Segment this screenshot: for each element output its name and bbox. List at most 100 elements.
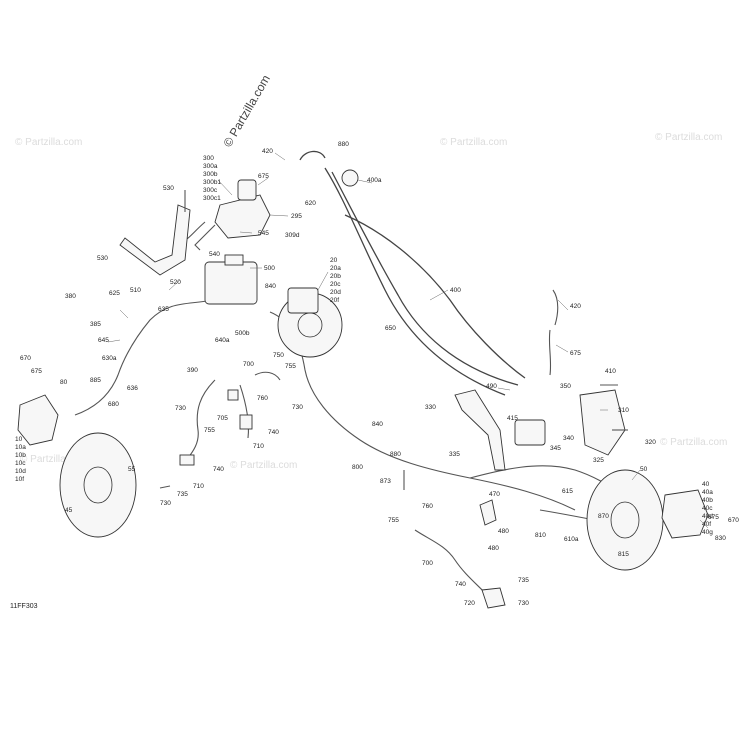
callout-label: 400 <box>450 287 461 294</box>
callout-label: 300c1 <box>203 195 221 202</box>
callout-label: 10d <box>15 468 26 475</box>
callout-label: 500b <box>235 330 250 337</box>
callout-label: 730 <box>160 500 171 507</box>
callout-label: 730 <box>518 600 529 607</box>
brake-pedal <box>454 389 506 471</box>
callout-label: 20d <box>330 289 341 296</box>
callout-label: 650 <box>385 325 396 332</box>
sensor-harness <box>254 371 281 381</box>
callout-label: 800 <box>352 464 363 471</box>
callout-label: 295 <box>291 213 302 220</box>
callout-label: 710 <box>193 483 204 490</box>
callout-label: 635 <box>158 306 169 313</box>
pedal-master-cylinder <box>514 419 546 446</box>
front-left-disc <box>59 432 137 538</box>
callout-label: 335 <box>449 451 460 458</box>
sensor-harness <box>239 384 249 439</box>
callout-label: 300b <box>203 171 218 178</box>
callout-label: 330 <box>425 404 436 411</box>
callout-label: 675 <box>31 368 42 375</box>
watermark-text: © Partzilla.com <box>220 72 273 149</box>
brake-caliper-center <box>287 287 319 314</box>
callout-label: 350 <box>560 383 571 390</box>
callout-label: 530 <box>97 255 108 262</box>
callout-label: 610a <box>564 536 579 543</box>
callout-label: 885 <box>90 377 101 384</box>
callout-label: 730 <box>175 405 186 412</box>
brake-hose <box>299 150 326 161</box>
master-cylinder <box>214 194 271 239</box>
callout-label: 345 <box>550 445 561 452</box>
front-left-disc-hub <box>83 466 113 504</box>
callout-label: 310 <box>618 407 629 414</box>
callout-label: 20f <box>330 297 339 304</box>
callout-label: 755 <box>285 363 296 370</box>
callout-label: 760 <box>422 503 433 510</box>
callout-label: 530 <box>163 185 174 192</box>
callout-label: 420 <box>262 148 273 155</box>
callout-label: 675 <box>570 350 581 357</box>
callout-label: 400a <box>367 177 382 184</box>
brake-hose <box>344 214 526 379</box>
callout-label: 385 <box>90 321 101 328</box>
callout-label: 630a <box>102 355 117 362</box>
callout-label: 40d <box>702 513 713 520</box>
reservoir <box>237 179 257 201</box>
sensor-harness <box>548 329 552 376</box>
callout-label: 830 <box>715 535 726 542</box>
watermark-text: © Partzilla.com <box>660 437 727 448</box>
rear-right-caliper <box>661 489 709 539</box>
callout-label: 20a <box>330 265 341 272</box>
callout-label: 755 <box>388 517 399 524</box>
callout-label: 670 <box>20 355 31 362</box>
callout-label: 675 <box>708 514 719 521</box>
leader-lines <box>107 152 709 529</box>
callout-label: 755 <box>204 427 215 434</box>
callout-label: 620 <box>305 200 316 207</box>
callout-label: 710 <box>253 443 264 450</box>
callout-label: 10c <box>15 460 26 467</box>
callout-label: 840 <box>265 283 276 290</box>
callout-label: 40f <box>702 521 711 528</box>
callout-label: 40g <box>702 529 713 536</box>
callout-label: 20 <box>330 257 338 264</box>
abs-connector <box>224 254 244 266</box>
parts <box>17 169 709 609</box>
callout-label: 40 <box>702 481 710 488</box>
callout-label: 80 <box>60 379 68 386</box>
callout-label: 40b <box>702 497 713 504</box>
abs-bracket <box>119 204 191 276</box>
callout-label: 545 <box>258 230 269 237</box>
brake-lines <box>74 150 641 599</box>
callout-label: 470 <box>489 491 500 498</box>
callout-label: 490 <box>486 383 497 390</box>
watermark-text: © Partzilla.com <box>15 137 82 148</box>
callout-label: 40c <box>702 505 713 512</box>
watermark-text: © Partzilla.com <box>20 454 87 465</box>
callout-label: 480 <box>498 528 509 535</box>
brake-line <box>74 299 213 416</box>
callout-label: 320 <box>645 439 656 446</box>
callout-label: 730 <box>292 404 303 411</box>
callout-label: 700 <box>422 560 433 567</box>
callout-label: 380 <box>65 293 76 300</box>
sensor-harness <box>552 289 559 326</box>
pedal-rod <box>194 224 216 251</box>
sensor-clip <box>227 389 239 401</box>
brake-hose <box>331 171 519 386</box>
callout-label: 760 <box>257 395 268 402</box>
callout-label: 325 <box>593 457 604 464</box>
callout-label: 750 <box>273 352 284 359</box>
callout-label: 735 <box>518 577 529 584</box>
callout-label: 615 <box>562 488 573 495</box>
callout-label: 810 <box>535 532 546 539</box>
bolt <box>159 485 171 489</box>
callout-label: 636 <box>127 385 138 392</box>
callout-label: 740 <box>455 581 466 588</box>
watermark-text: © Partzilla.com <box>230 460 297 471</box>
callout-label: 415 <box>507 415 518 422</box>
callout-label: 500 <box>264 265 275 272</box>
sensor-harness <box>414 529 491 599</box>
callout-label: 880 <box>338 141 349 148</box>
